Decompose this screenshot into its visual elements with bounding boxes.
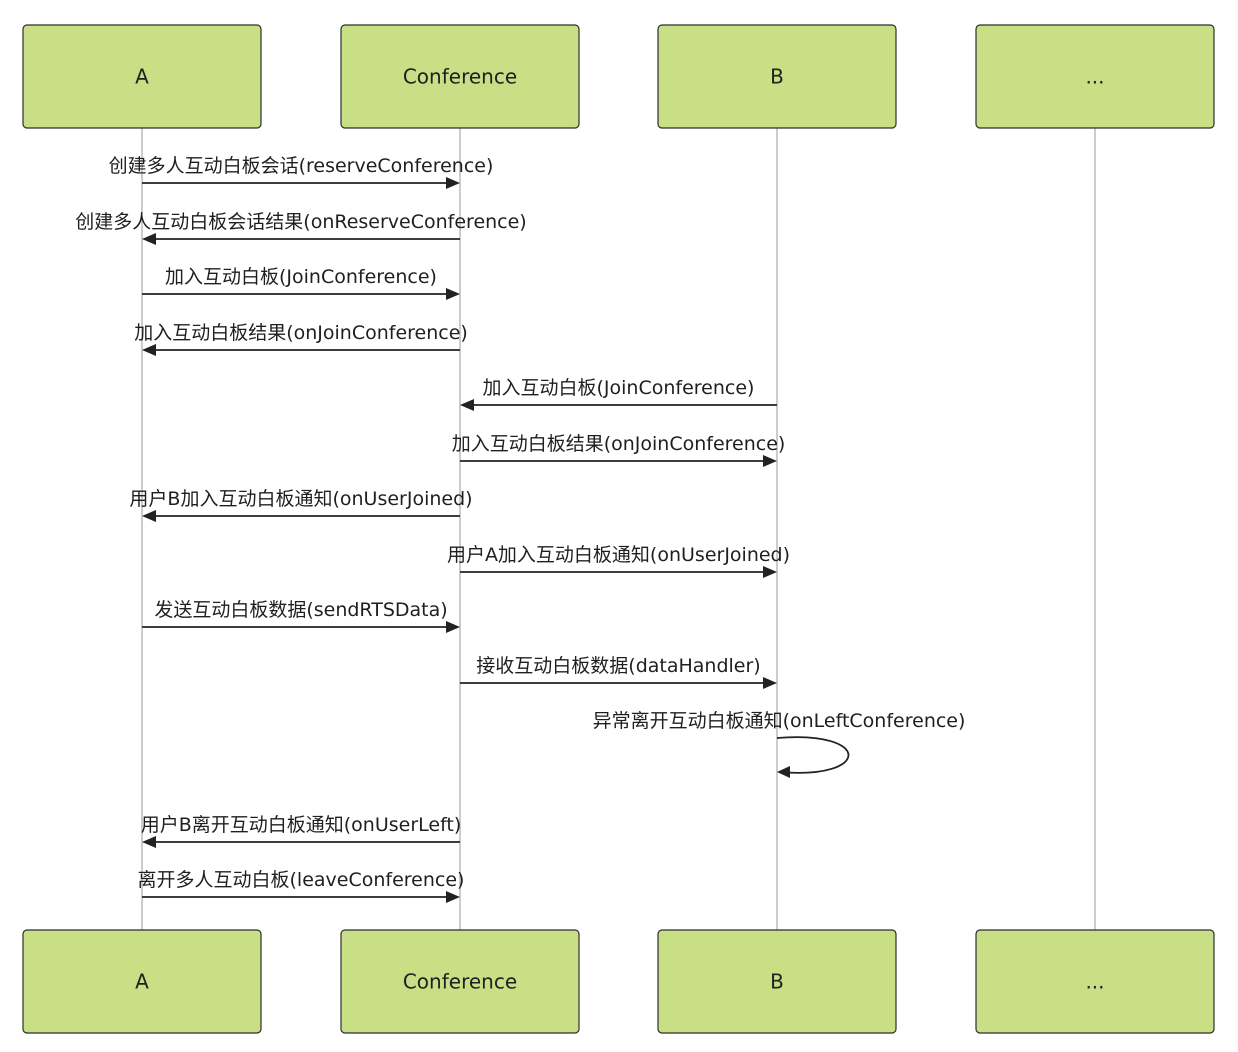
arrow-head	[142, 344, 156, 356]
message: 离开多人互动白板(leaveConference)	[138, 869, 465, 903]
actor-box	[340, 24, 580, 129]
actor-b-bottom: B	[657, 929, 897, 1034]
message: 用户B离开互动白板通知(onUserLeft)	[141, 814, 462, 848]
arrow-head	[142, 233, 156, 245]
message: 异常离开互动白板通知(onLeftConference)	[593, 710, 966, 778]
message-label: 创建多人互动白板会话(reserveConference)	[109, 155, 494, 177]
message: 加入互动白板结果(onJoinConference)	[134, 322, 468, 356]
arrow-head	[460, 399, 474, 411]
message-label: 加入互动白板(JoinConference)	[165, 266, 437, 288]
actor-label: ...	[1085, 970, 1104, 994]
message: 创建多人互动白板会话(reserveConference)	[109, 155, 494, 189]
message-label: 异常离开互动白板通知(onLeftConference)	[593, 710, 966, 732]
actor-label: B	[770, 65, 784, 89]
message-label: 离开多人互动白板(leaveConference)	[138, 869, 465, 891]
arrow-head	[142, 510, 156, 522]
message: 用户B加入互动白板通知(onUserJoined)	[129, 488, 473, 522]
actor-box	[22, 24, 262, 129]
message: 加入互动白板(JoinConference)	[460, 377, 777, 411]
message: 接收互动白板数据(dataHandler)	[460, 655, 777, 689]
message-label: 发送互动白板数据(sendRTSData)	[154, 599, 447, 621]
actor-a-bottom: A	[22, 929, 262, 1034]
arrow-head	[142, 836, 156, 848]
message-label: 加入互动白板(JoinConference)	[483, 377, 755, 399]
self-message-loop	[776, 736, 850, 774]
message: 发送互动白板数据(sendRTSData)	[142, 599, 460, 633]
arrow-head	[763, 566, 777, 578]
actor-box	[657, 24, 897, 129]
message: 加入互动白板结果(onJoinConference)	[452, 433, 786, 467]
actor-more-top: ...	[975, 24, 1215, 129]
arrow-head	[763, 677, 777, 689]
arrow-head	[777, 766, 790, 778]
actor-box	[975, 929, 1215, 1034]
message-label: 用户A加入互动白板通知(onUserJoined)	[447, 544, 790, 566]
arrow-head	[446, 288, 460, 300]
actor-conf-bottom: Conference	[340, 929, 580, 1034]
message-label: 接收互动白板数据(dataHandler)	[476, 655, 760, 677]
actor-b-top: B	[657, 24, 897, 129]
actor-more-bottom: ...	[975, 929, 1215, 1034]
actor-conf-top: Conference	[340, 24, 580, 129]
arrow-head	[446, 891, 460, 903]
arrow-head	[446, 621, 460, 633]
arrow-head	[446, 177, 460, 189]
message-label: 用户B加入互动白板通知(onUserJoined)	[129, 488, 472, 510]
actor-box	[975, 24, 1215, 129]
actor-box	[657, 929, 897, 1034]
actor-label: B	[770, 970, 784, 994]
message: 用户A加入互动白板通知(onUserJoined)	[447, 544, 790, 578]
message: 创建多人互动白板会话结果(onReserveConference)	[75, 211, 527, 245]
actor-label: Conference	[403, 65, 517, 89]
actor-a-top: A	[22, 24, 262, 129]
actor-label: A	[135, 65, 149, 89]
message-label: 创建多人互动白板会话结果(onReserveConference)	[75, 211, 526, 233]
message-label: 用户B离开互动白板通知(onUserLeft)	[141, 814, 462, 836]
arrow-head	[763, 455, 777, 467]
actor-box	[340, 929, 580, 1034]
actor-label: A	[135, 970, 149, 994]
message-label: 加入互动白板结果(onJoinConference)	[134, 322, 468, 344]
message-label: 加入互动白板结果(onJoinConference)	[452, 433, 786, 455]
actor-box	[22, 929, 262, 1034]
actor-label: Conference	[403, 970, 517, 994]
actor-label: ...	[1085, 65, 1104, 89]
message: 加入互动白板(JoinConference)	[142, 266, 460, 300]
